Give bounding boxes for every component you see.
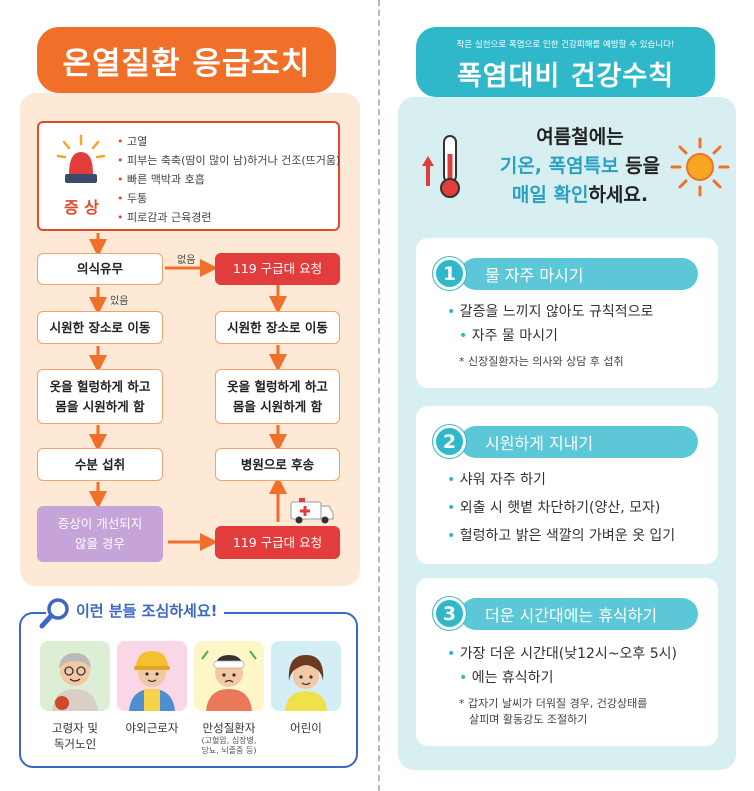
intro-line3-rest: 하세요. bbox=[588, 184, 649, 206]
flow-call-119-top: 119 구급대 요청 bbox=[215, 253, 340, 285]
center-divider bbox=[378, 0, 380, 791]
tip-list-2: 샤워 자주 하기 외출 시 햇볕 차단하기(양산, 모자) 헐렁하고 밝은 색깔… bbox=[447, 468, 675, 548]
magnifier-icon bbox=[38, 596, 72, 630]
person-label-child: 어린이 bbox=[290, 721, 322, 735]
thermometer-icon bbox=[420, 130, 464, 200]
intro-line2: 기온, 폭염특보 등을 bbox=[470, 152, 690, 181]
tip-list-3: 가장 더운 시간대(낮12시~오후 5시) 에는 휴식하기 * 갑자기 날씨가 … bbox=[447, 642, 677, 728]
flow-drink: 수분 섭취 bbox=[37, 448, 163, 481]
tip-title-3: 더운 시간대에는 휴식하기 bbox=[460, 598, 698, 630]
tip-number-2: 2 bbox=[433, 425, 466, 458]
tip-item: 외출 시 햇볕 차단하기(양산, 모자) bbox=[447, 496, 675, 520]
tip-item: 갈증을 느끼지 않아도 규칙적으로 bbox=[447, 300, 654, 324]
tip-item-continued: 자주 물 마시기 bbox=[447, 324, 653, 348]
intro-line2-highlight: 기온, 폭염특보 bbox=[499, 155, 619, 177]
flow-loosen-left: 옷을 헐렁하게 하고 몸을 시원하게 함 bbox=[37, 369, 163, 424]
person-label-worker: 야외근로자 bbox=[125, 721, 179, 735]
symptom-item: 피로감과 근육경련 bbox=[117, 208, 340, 227]
intro-line2-rest: 등을 bbox=[618, 155, 661, 177]
symptom-item: 피부는 축축(땀이 많이 남)하거나 건조(뜨거움) bbox=[117, 151, 340, 170]
tip-item: 가장 더운 시간대(낮12시~오후 5시) bbox=[447, 642, 677, 666]
flow-call-119-bottom: 119 구급대 요청 bbox=[215, 526, 340, 559]
person-label-line: 만성질환자 bbox=[202, 721, 256, 735]
person-sub-line: (고혈압, 심장병, bbox=[201, 736, 257, 745]
flow-no-improve: 증상이 개선되지 않을 경우 bbox=[37, 506, 163, 562]
flow-move-cool-left: 시원한 장소로 이동 bbox=[37, 311, 163, 344]
tip-item: 샤워 자주 하기 bbox=[447, 468, 675, 492]
flow-label-yes: 있음 bbox=[110, 296, 129, 307]
flow-no-improve-line2: 않을 경우 bbox=[75, 536, 125, 551]
ambulance-icon bbox=[289, 496, 335, 526]
tip-item: 헐렁하고 밝은 색깔의 가벼운 옷 입기 bbox=[447, 524, 675, 548]
flow-no-improve-line1: 증상이 개선되지 bbox=[57, 516, 143, 531]
caution-title: 이런 분들 조심하세요! bbox=[46, 600, 224, 621]
flow-consciousness: 의식유무 bbox=[37, 253, 163, 285]
chronic-patient-icon bbox=[194, 641, 264, 711]
flow-loosen-right-line2: 몸을 시원하게 함 bbox=[232, 398, 323, 414]
flow-loosen-left-line1: 옷을 헐렁하게 하고 bbox=[49, 378, 151, 394]
flow-arrows bbox=[89, 233, 287, 551]
intro-text: 여름철에는 기온, 폭염특보 등을 매일 확인하세요. bbox=[470, 123, 690, 210]
tip-number-3: 3 bbox=[433, 597, 466, 630]
right-title: 폭염대비 건강수칙 bbox=[456, 61, 675, 92]
tip-item-continued: 에는 휴식하기 bbox=[447, 666, 677, 690]
flow-loosen-right-line1: 옷을 헐렁하게 하고 bbox=[227, 378, 328, 394]
flow-move-cool-right: 시원한 장소로 이동 bbox=[215, 311, 340, 344]
tip-title-2: 시원하게 지내기 bbox=[460, 426, 698, 458]
child-icon bbox=[271, 641, 341, 711]
tip-title-1: 물 자주 마시기 bbox=[460, 258, 698, 290]
tip-list-1: 갈증을 느끼지 않아도 규칙적으로 자주 물 마시기 * 신장질환자는 의사와 … bbox=[447, 300, 653, 370]
tip-number-1: 1 bbox=[433, 257, 466, 290]
tip-note: * 신장질환자는 의사와 상담 후 섭취 bbox=[459, 355, 624, 368]
right-subtitle: 작은 실천으로 폭염으로 인한 건강피해를 예방할 수 있습니다! bbox=[456, 40, 675, 50]
person-sub-line: 당뇨, 뇌졸중 등) bbox=[201, 746, 257, 755]
person-label-line: 독거노인 bbox=[53, 737, 97, 751]
elderly-icon bbox=[40, 641, 110, 711]
flow-loosen-right: 옷을 헐렁하게 하고 몸을 시원하게 함 bbox=[215, 369, 340, 424]
flow-label-none: 없음 bbox=[177, 255, 196, 266]
tip-note: * 갑자기 날씨가 더워질 경우, 건강상태를 bbox=[459, 697, 648, 710]
intro-line3-highlight: 매일 확인 bbox=[511, 184, 589, 206]
symptom-label: 증 상 bbox=[64, 198, 100, 217]
outdoor-worker-icon bbox=[117, 641, 187, 711]
sun-icon bbox=[670, 137, 730, 197]
tip-note-continued: 살피며 활동강도 조절하기 bbox=[469, 713, 588, 726]
symptom-item: 두통 bbox=[117, 189, 340, 208]
person-label-elderly: 고령자 및 독거노인 bbox=[35, 720, 115, 752]
symptom-item: 빠른 맥박과 호흡 bbox=[117, 170, 340, 189]
intro-line3: 매일 확인하세요. bbox=[470, 181, 690, 210]
symptom-list: 고열 피부는 축축(땀이 많이 남)하거나 건조(뜨거움) 빠른 맥박과 호흡 … bbox=[117, 132, 340, 227]
intro-line1: 여름철에는 bbox=[536, 126, 624, 148]
siren-icon bbox=[56, 134, 106, 190]
person-label-chronic: 만성질환자 (고혈압, 심장병, 당뇨, 뇌졸중 등) bbox=[189, 720, 269, 756]
right-title-banner: 작은 실천으로 폭염으로 인한 건강피해를 예방할 수 있습니다! 폭염대비 건… bbox=[416, 27, 715, 97]
flow-hospital: 병원으로 후송 bbox=[215, 448, 340, 481]
symptom-item: 고열 bbox=[117, 132, 340, 151]
person-label-line: 고령자 및 bbox=[52, 721, 98, 735]
left-title: 온열질환 응급조치 bbox=[37, 27, 336, 93]
flow-loosen-left-line2: 몸을 시원하게 함 bbox=[55, 398, 145, 414]
